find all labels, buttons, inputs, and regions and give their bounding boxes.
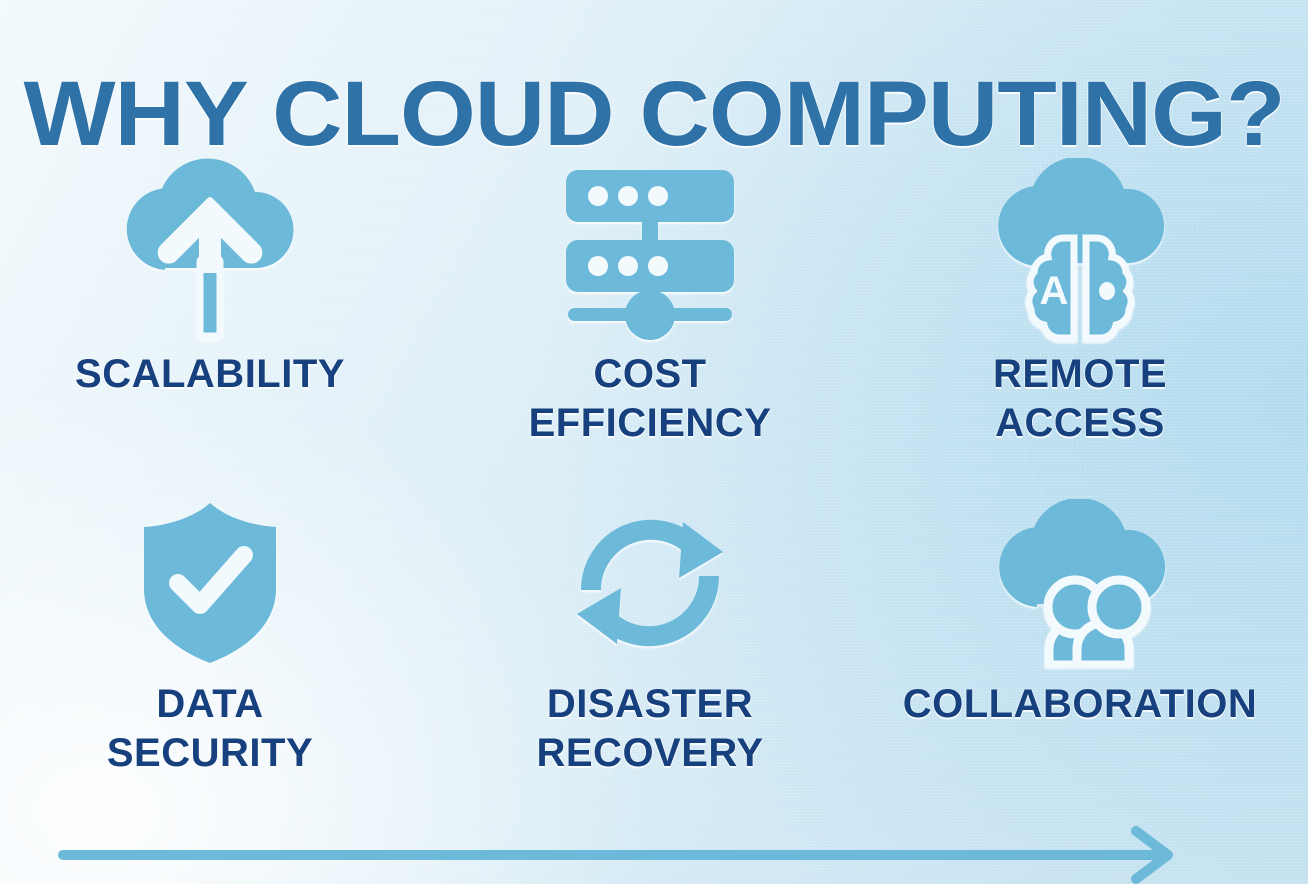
benefit-icon-wrap (870, 485, 1290, 680)
circular-arrows-sync-icon (571, 504, 729, 662)
benefit-label: DISASTER RECOVERY (536, 682, 764, 775)
shield-check-icon (134, 499, 286, 667)
cloud-brain-icon: A (994, 157, 1166, 348)
benefit-card-data-security: DATA SECURITY (0, 485, 420, 778)
cloud-upload-arrow-icon (121, 158, 299, 348)
benefit-icon-wrap (440, 485, 860, 680)
benefit-card-collaboration: COLLABORATION (870, 485, 1290, 729)
benefit-card-remote-access: A REMOTE ACCESS (870, 155, 1290, 448)
benefit-label: COLLABORATION (902, 682, 1258, 726)
benefit-card-disaster-recovery: DISASTER RECOVERY (440, 485, 860, 778)
benefit-label: REMOTE ACCESS (992, 352, 1168, 445)
benefit-card-scalability: SCALABILITY (0, 155, 420, 399)
server-rack-icon (552, 164, 748, 342)
benefits-grid: SCALABILITY (0, 140, 1308, 790)
brain-letter: A (1040, 269, 1069, 313)
right-arrow-line-icon (58, 826, 1176, 884)
benefit-icon-wrap: A (870, 155, 1290, 350)
benefit-label: COST EFFICIENCY (528, 352, 772, 445)
cloud-two-users-icon (993, 498, 1167, 667)
benefit-icon-wrap (440, 155, 860, 350)
benefit-label: DATA SECURITY (106, 682, 314, 775)
page-title: WHY CLOUD COMPUTING? (23, 62, 1286, 165)
benefit-icon-wrap (0, 155, 420, 350)
benefit-label: SCALABILITY (75, 352, 345, 396)
benefit-card-cost-efficiency: COST EFFICIENCY (440, 155, 860, 448)
benefit-icon-wrap (0, 485, 420, 680)
